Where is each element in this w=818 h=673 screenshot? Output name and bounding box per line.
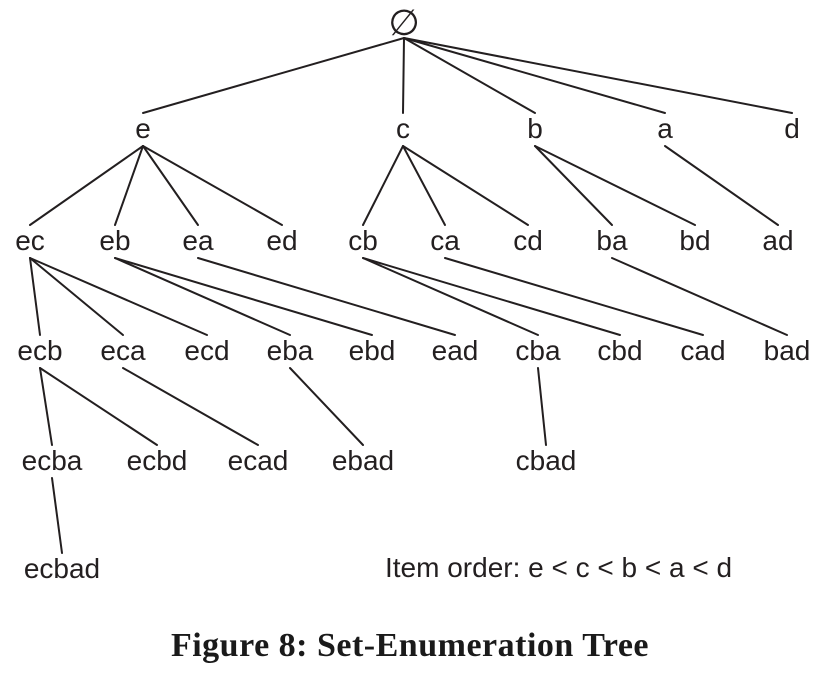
tree-edge-e-eb bbox=[114, 145, 144, 226]
tree-node-ec: ec bbox=[15, 225, 45, 256]
tree-edge-ec-ecb bbox=[29, 257, 41, 336]
tree-node-a: a bbox=[657, 113, 673, 144]
tree-node-empty-set: ∅ bbox=[388, 2, 419, 43]
tree-node-ed: ed bbox=[266, 225, 297, 256]
tree-node-cbad: cbad bbox=[516, 445, 577, 476]
tree-edge-root-e bbox=[142, 37, 405, 114]
tree-edge-ecb-ecbd bbox=[39, 367, 158, 446]
tree-edge-c-cb bbox=[362, 145, 404, 226]
tree-node-b: b bbox=[527, 113, 543, 144]
tree-edge-e-ea bbox=[142, 145, 199, 226]
tree-edge-eca-ecad bbox=[122, 367, 259, 446]
tree-edge-cb-cba bbox=[362, 257, 539, 336]
tree-edge-e-ec bbox=[29, 145, 144, 226]
tree-edge-root-a bbox=[403, 37, 666, 114]
tree-edge-eb-eba bbox=[114, 257, 291, 336]
tree-edge-ecba-ecbad bbox=[51, 477, 63, 554]
tree-edge-ea-ead bbox=[197, 257, 456, 336]
tree-edge-ba-bad bbox=[611, 257, 788, 336]
tree-node-cbd: cbd bbox=[597, 335, 642, 366]
tree-node-d: d bbox=[784, 113, 800, 144]
tree-edge-b-ba bbox=[534, 145, 613, 226]
tree-edge-c-ca bbox=[402, 145, 446, 226]
tree-node-eba: eba bbox=[267, 335, 314, 366]
tree-edges-layer bbox=[29, 37, 793, 554]
tree-edge-ca-cad bbox=[444, 257, 704, 336]
tree-node-ca: ca bbox=[430, 225, 460, 256]
tree-node-ba: ba bbox=[596, 225, 628, 256]
tree-node-ebd: ebd bbox=[349, 335, 396, 366]
tree-node-cd: cd bbox=[513, 225, 543, 256]
tree-edge-a-ad bbox=[664, 145, 779, 226]
tree-node-ebad: ebad bbox=[332, 445, 394, 476]
tree-edge-c-cd bbox=[402, 145, 529, 226]
tree-edge-eb-ebd bbox=[114, 257, 373, 336]
tree-edge-root-c bbox=[402, 37, 405, 114]
tree-edge-eba-ebad bbox=[289, 367, 364, 446]
tree-node-cba: cba bbox=[515, 335, 561, 366]
tree-node-bad: bad bbox=[764, 335, 811, 366]
tree-edge-root-d bbox=[403, 37, 793, 114]
tree-node-eca: eca bbox=[100, 335, 146, 366]
tree-node-ecbd: ecbd bbox=[127, 445, 188, 476]
tree-node-ad: ad bbox=[762, 225, 793, 256]
tree-node-cb: cb bbox=[348, 225, 378, 256]
tree-node-c: c bbox=[396, 113, 410, 144]
tree-edge-cba-cbad bbox=[537, 367, 547, 446]
tree-node-eb: eb bbox=[99, 225, 130, 256]
tree-node-ecd: ecd bbox=[184, 335, 229, 366]
figure-caption: Figure 8: Set-Enumeration Tree bbox=[171, 627, 649, 664]
tree-node-ea: ea bbox=[182, 225, 214, 256]
tree-edge-ec-ecd bbox=[29, 257, 208, 336]
tree-node-bd: bd bbox=[679, 225, 710, 256]
tree-node-ecba: ecba bbox=[22, 445, 83, 476]
tree-edge-ecb-ecba bbox=[39, 367, 53, 446]
tree-node-ead: ead bbox=[432, 335, 479, 366]
tree-edge-root-b bbox=[403, 37, 536, 114]
tree-node-ecbad: ecbad bbox=[24, 553, 100, 584]
tree-node-e: e bbox=[135, 113, 151, 144]
tree-edge-b-bd bbox=[534, 145, 696, 226]
tree-edge-cb-cbd bbox=[362, 257, 621, 336]
tree-node-ecad: ecad bbox=[228, 445, 289, 476]
tree-node-cad: cad bbox=[680, 335, 725, 366]
tree-node-ecb: ecb bbox=[17, 335, 62, 366]
tree-edge-e-ed bbox=[142, 145, 283, 226]
item-order-label: Item order: e < c < b < a < d bbox=[385, 552, 732, 583]
tree-edge-ec-eca bbox=[29, 257, 124, 336]
